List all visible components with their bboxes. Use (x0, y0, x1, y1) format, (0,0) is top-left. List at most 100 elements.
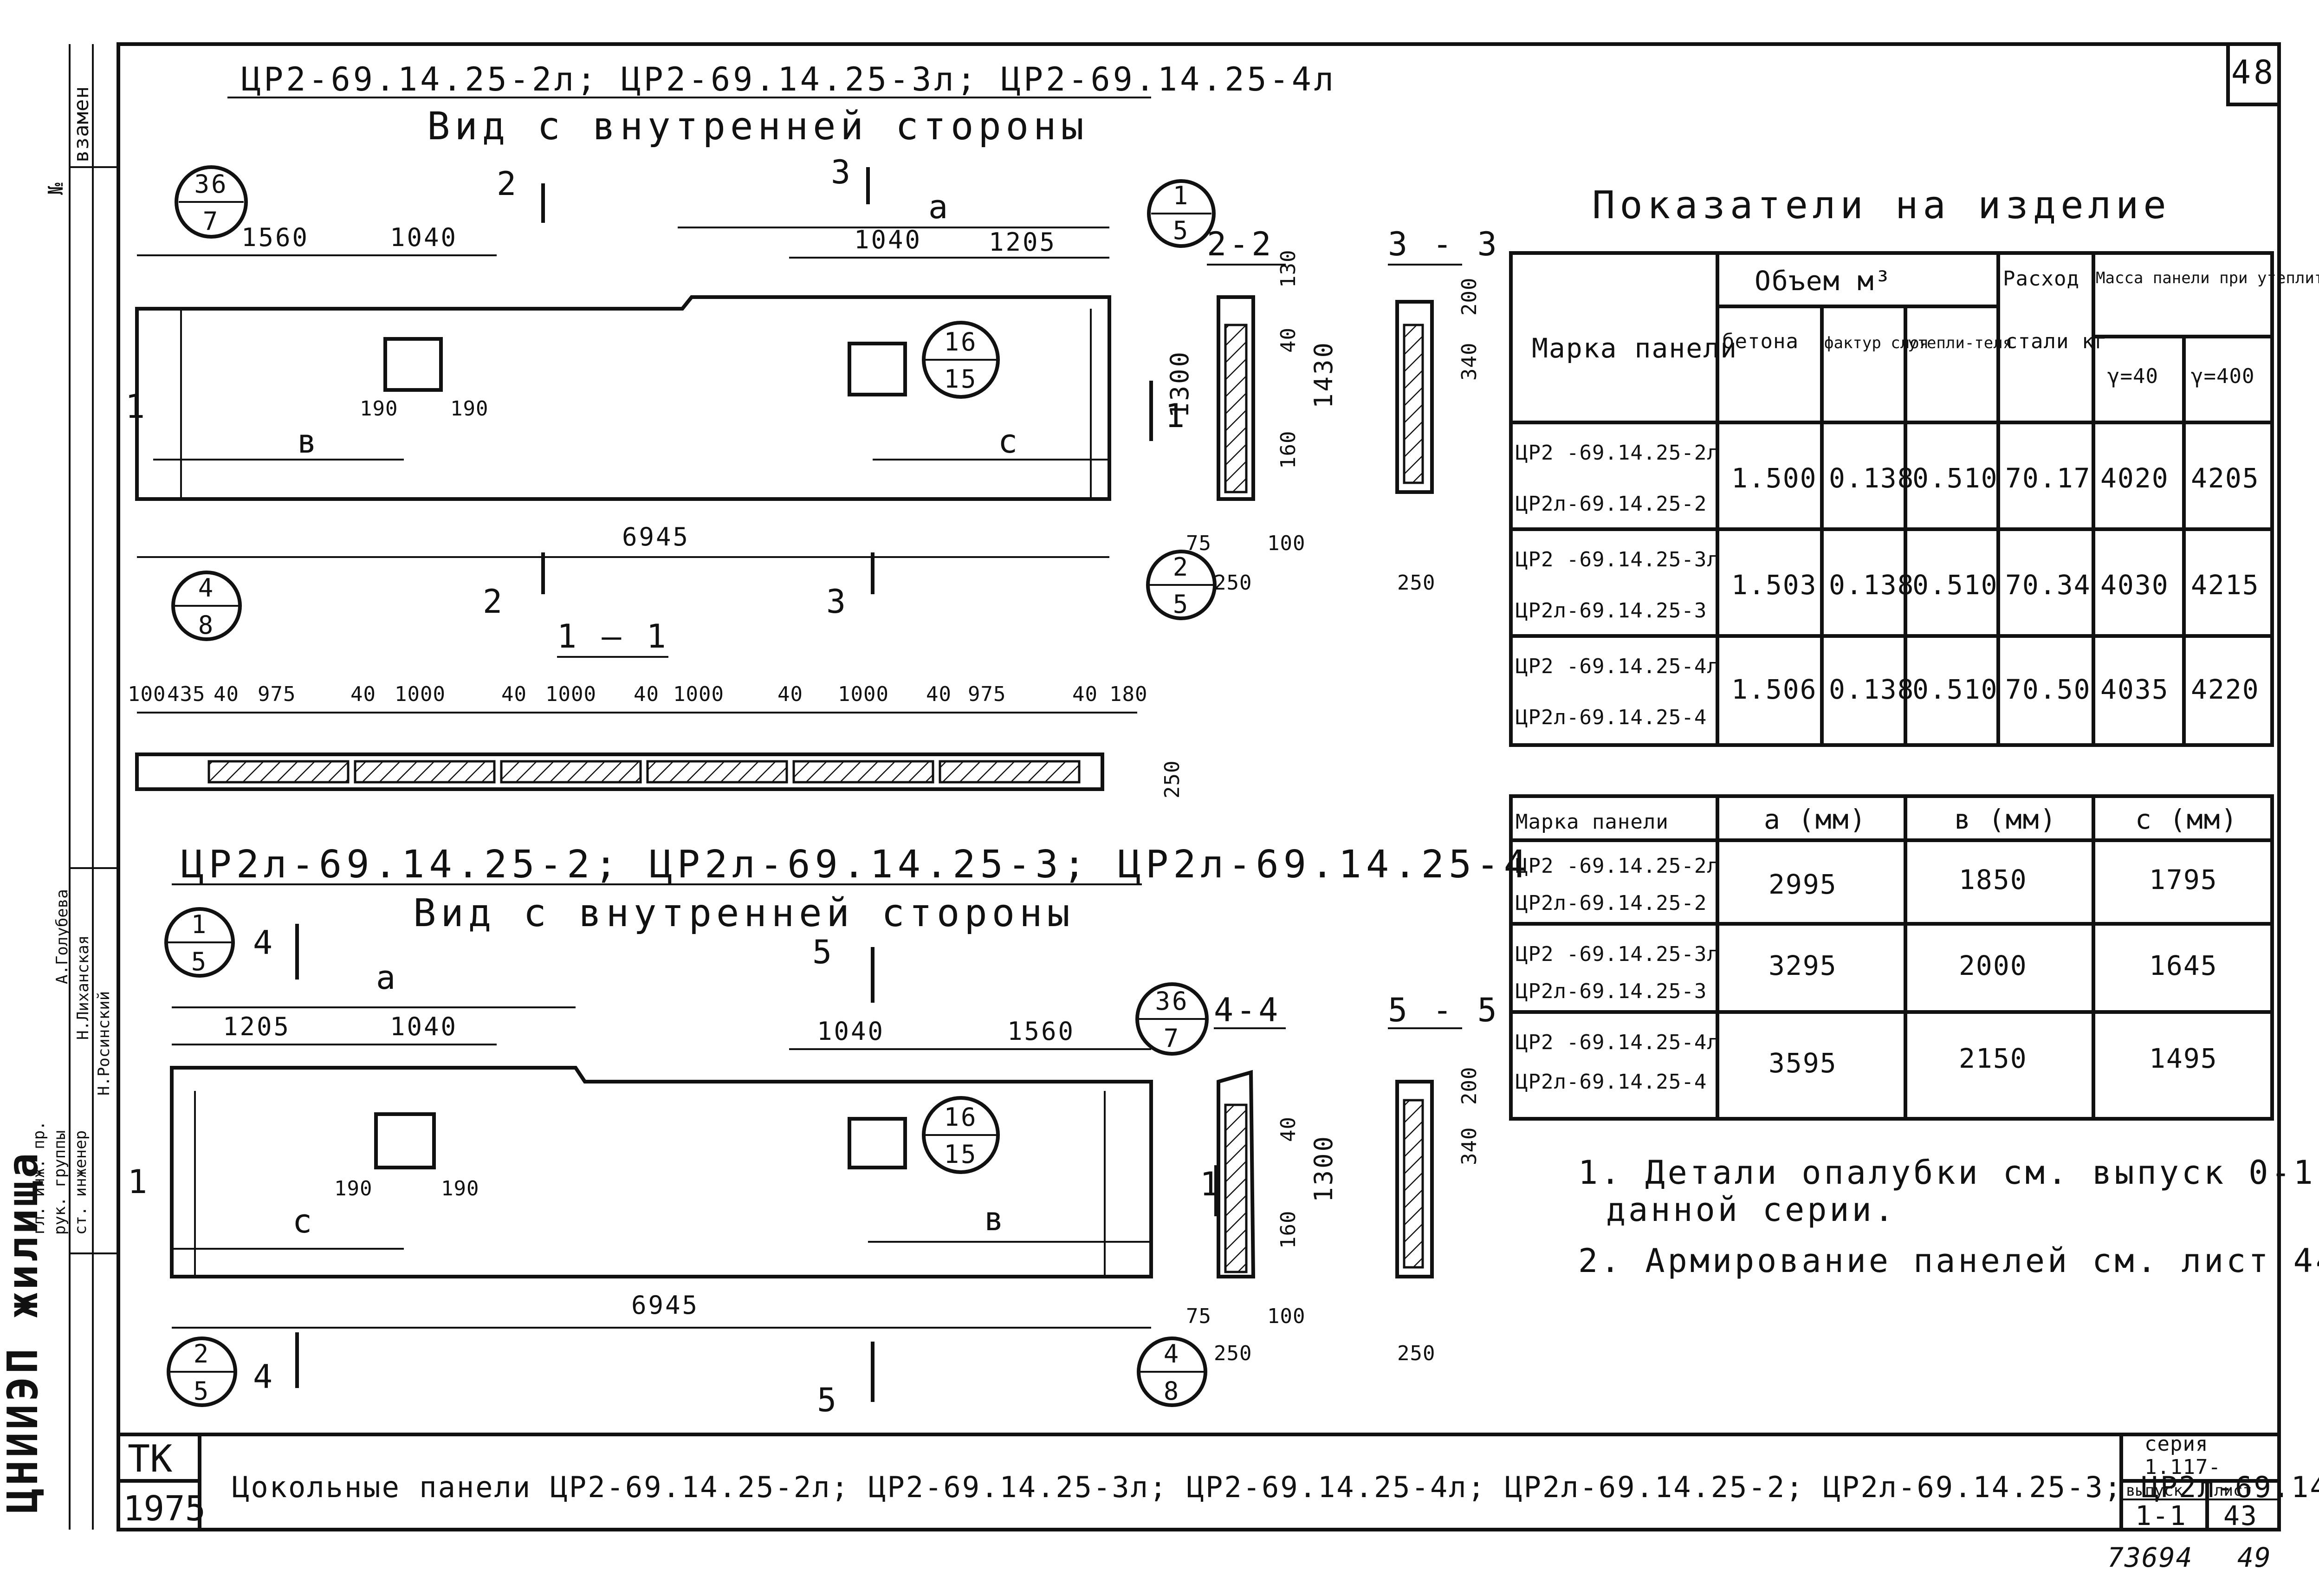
svg-text:0.510: 0.510 (1912, 462, 1998, 494)
hdr-steel-top: Расход (2003, 267, 2079, 291)
replace-label: взамен (70, 86, 93, 162)
section-1-1: 1 — 1 100 435 40 975 40 1000 40 1000 40 … (128, 617, 1184, 798)
section-4-4-title: 4-4 (1214, 991, 1281, 1029)
section-4-4: 4-4 40 1300 160 75 100 250 (1186, 991, 1338, 1365)
org-name: ЦНИИЭП жилища (0, 1150, 47, 1513)
section-5-5-title: 5 - 5 (1388, 991, 1500, 1029)
top-letter-c: с (998, 422, 1020, 461)
svg-text:160: 160 (1276, 431, 1300, 469)
number-label: № (44, 182, 68, 195)
ind-row-2: ЦР2 -69.14.25-3л ЦР2л-69.14.25-3 1.503 0… (1516, 548, 2259, 623)
cut-5-top: 5 (812, 933, 835, 971)
bottom-dim-1040a: 1040 (390, 1012, 458, 1041)
svg-text:ЦР2л-69.14.25-4: ЦР2л-69.14.25-4 (1516, 706, 1707, 729)
svg-text:4: 4 (198, 573, 215, 603)
cut-3-bottom: 3 (826, 583, 849, 621)
series-label: серия (2144, 1432, 2208, 1456)
hdr-steel: стали кг (2005, 330, 2107, 353)
section-2-2-title: 2-2 (1207, 225, 1274, 263)
svg-text:36: 36 (1155, 986, 1189, 1016)
issue-label: выпуск (2126, 1481, 2183, 1500)
dt-hdr-a: a (мм) (1764, 804, 1867, 835)
top-dim-190b: 190 (450, 397, 488, 421)
callout-2-5: 2 5 (1146, 550, 1217, 620)
name-3: А.Голубева (53, 889, 71, 984)
svg-text:5: 5 (1173, 590, 1190, 619)
svg-text:250: 250 (1160, 760, 1184, 798)
svg-text:40: 40 (634, 682, 659, 706)
role-3: ст. инженер (71, 1130, 90, 1235)
bottom-panel-body (170, 1066, 1153, 1278)
section-5-5: 5 - 5 200 340 250 (1388, 991, 1500, 1365)
hdr-insul: утепли-теля (1908, 334, 2012, 352)
svg-text:70.34: 70.34 (2005, 569, 2091, 601)
top-letter-b: в (297, 422, 319, 461)
svg-text:40: 40 (501, 682, 527, 706)
section-3-3-title: 3 - 3 (1388, 225, 1500, 263)
name-2: Н.Лиханская (74, 935, 92, 1040)
svg-text:40: 40 (926, 682, 952, 706)
svg-text:70.50: 70.50 (2005, 674, 2091, 705)
note-2: 2. Армирование панелей см. лист 44. (1578, 1242, 2319, 1280)
dt-row-1: ЦР2 -69.14.25-2л ЦР2л-69.14.25-2 2995 18… (1516, 854, 2217, 915)
svg-text:435: 435 (167, 682, 205, 706)
cut-2-top: 2 (497, 165, 519, 203)
svg-text:1000: 1000 (673, 682, 724, 706)
section-2-2: 2-2 130 40 1300 1430 160 75 100 250 (1165, 225, 1338, 595)
svg-text:0.510: 0.510 (1912, 674, 1998, 705)
svg-text:2: 2 (194, 1339, 211, 1369)
dt-row-3: ЦР2 -69.14.25-4л ЦР2л-69.14.25-4 3595 21… (1516, 1031, 2217, 1094)
note-1b: данной серии. (1606, 1191, 1897, 1229)
hdr-mass: Масса панели при утеплителе (2096, 269, 2319, 287)
svg-text:1.500: 1.500 (1731, 462, 1817, 494)
svg-text:40: 40 (350, 682, 376, 706)
svg-text:1300: 1300 (1165, 350, 1194, 418)
inventory-number: 73694 (2107, 1542, 2193, 1573)
dt-hdr-c: с (мм) (2135, 804, 2238, 835)
top-view: ЦР2-69.14.25-2л; ЦР2-69.14.25-3л; ЦР2-69… (125, 60, 1334, 641)
svg-text:1.503: 1.503 (1731, 569, 1817, 601)
callout-b-36-7: 36 7 (1135, 982, 1209, 1056)
svg-text:ЦР2 -69.14.25-4л: ЦР2 -69.14.25-4л (1516, 1031, 1720, 1054)
svg-text:40: 40 (777, 682, 803, 706)
svg-text:340: 340 (1457, 1127, 1481, 1165)
sheet-frame (117, 42, 2281, 1531)
svg-text:975: 975 (258, 682, 296, 706)
bottom-dim-1040b: 1040 (817, 1017, 885, 1046)
bottom-letter-b: в (984, 1200, 1006, 1238)
svg-text:130: 130 (1276, 250, 1300, 288)
svg-text:4030: 4030 (2100, 569, 2169, 601)
svg-text:8: 8 (1164, 1376, 1181, 1406)
svg-text:40: 40 (1276, 327, 1300, 353)
svg-text:16: 16 (944, 327, 978, 357)
ind-row-1: ЦР2 -69.14.25-2л ЦР2л-69.14.25-2 1.500 0… (1516, 441, 2259, 516)
svg-text:1000: 1000 (395, 682, 446, 706)
svg-text:0.510: 0.510 (1912, 569, 1998, 601)
svg-text:1300: 1300 (1309, 1135, 1338, 1202)
svg-text:3595: 3595 (1768, 1047, 1837, 1079)
ind-row-3: ЦР2 -69.14.25-4л ЦР2л-69.14.25-4 1.506 0… (1516, 655, 2260, 729)
cut-5-bottom: 5 (817, 1381, 839, 1419)
svg-text:7: 7 (203, 207, 220, 236)
svg-text:ЦР2л-69.14.25-3: ЦР2л-69.14.25-3 (1516, 980, 1707, 1003)
year: 1975 (123, 1489, 206, 1529)
sheet-value: 43 (2223, 1500, 2258, 1531)
svg-text:4220: 4220 (2191, 674, 2260, 705)
svg-text:ЦР2л-69.14.25-3: ЦР2л-69.14.25-3 (1516, 599, 1707, 623)
svg-text:975: 975 (968, 682, 1006, 706)
svg-text:15: 15 (944, 1140, 978, 1169)
bottom-view-title: ЦР2л-69.14.25-2; ЦР2л-69.14.25-3; ЦР2л-6… (181, 843, 1531, 887)
svg-text:250: 250 (1397, 571, 1435, 595)
dt-hdr-mark: Марка панели (1516, 810, 1669, 834)
cut-2-bottom: 2 (483, 583, 505, 621)
callout-4-8: 4 8 (171, 571, 242, 641)
svg-text:8: 8 (198, 610, 215, 640)
cut-1-left-b: 1 (128, 1163, 150, 1201)
top-panel-body (135, 295, 1111, 501)
top-dim-6945: 6945 (622, 522, 690, 551)
hdr-volume: Объем м³ (1755, 265, 1891, 297)
svg-text:40: 40 (1276, 1116, 1300, 1142)
cut-4-top: 4 (253, 924, 275, 962)
svg-text:1.506: 1.506 (1731, 674, 1817, 705)
hdr-concrete: бетона (1722, 330, 1799, 353)
